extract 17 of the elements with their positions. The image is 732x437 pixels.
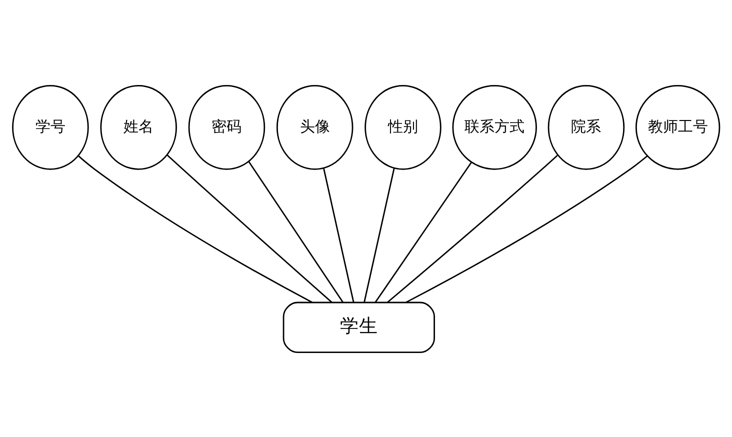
node-circle: 联系方式 (452, 84, 537, 170)
connector (374, 162, 472, 302)
node-circle: 密码 (188, 84, 266, 170)
connector (364, 168, 395, 302)
connector (386, 154, 558, 302)
connector (78, 155, 312, 302)
connector (166, 154, 332, 302)
node-box: 学生 (282, 301, 435, 353)
connector (323, 168, 354, 302)
connector (248, 160, 344, 302)
node-circle: 性别 (364, 84, 442, 170)
connector (406, 154, 648, 302)
node-circle: 教师工号 (635, 84, 720, 170)
node-circle: 姓名 (100, 84, 177, 170)
node-circle: 院系 (548, 84, 625, 170)
node-circle: 学号 (12, 84, 89, 170)
node-circle: 头像 (276, 84, 354, 170)
